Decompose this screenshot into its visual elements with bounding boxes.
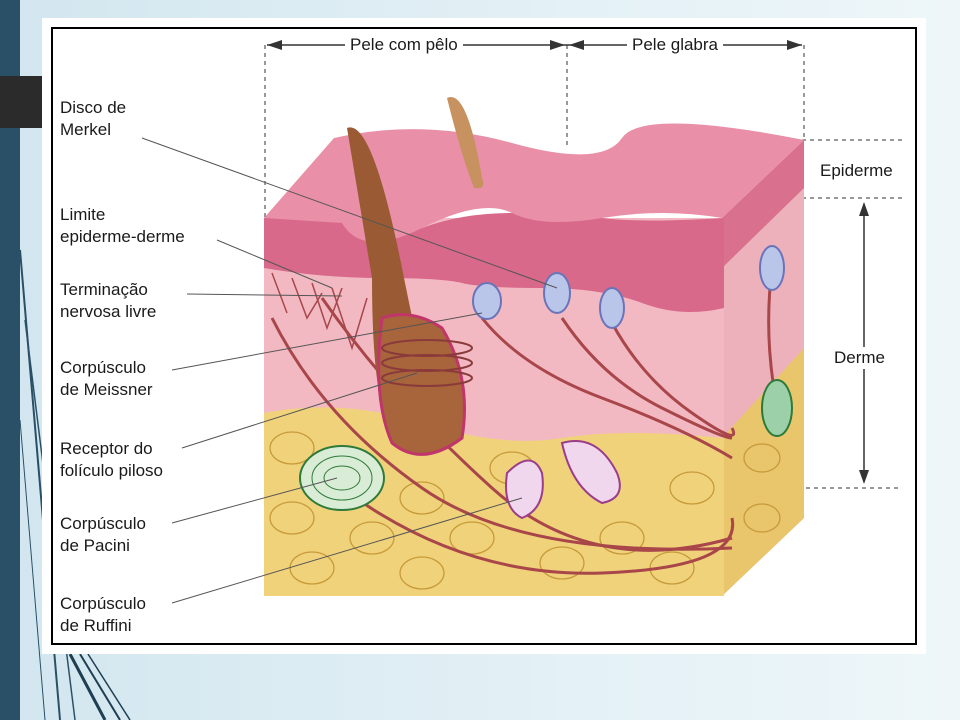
hair-follicle (377, 313, 466, 456)
free-nerve-endings (271, 272, 368, 351)
slide-panel: Pele com pêlo Pele glabra Epiderme Derme… (42, 18, 926, 654)
label-pele-com-pelo: Pele com pêlo (345, 35, 463, 55)
label-corpusculo-de-ruffini: Corpúsculo de Ruffini (60, 594, 146, 635)
arrow-head (550, 40, 565, 50)
arrow-head (569, 40, 584, 50)
slide-left-bar (0, 0, 20, 720)
label-pele-glabra: Pele glabra (627, 35, 724, 55)
label-epiderme: Epiderme (818, 160, 895, 182)
skin-surface (264, 123, 804, 242)
label-receptor-foliculo-piloso: Receptor do folículo piloso (60, 439, 164, 480)
follicle-receptor (381, 339, 473, 387)
label-corpusculo-de-meissner: Corpúsculo de Meissner (60, 358, 153, 399)
arrow-head (267, 40, 282, 50)
label-corpusculo-de-pacini: Corpúsculo de Pacini (60, 514, 146, 555)
slide-dark-tab (0, 76, 43, 128)
epidermis-side (722, 140, 804, 268)
pacini-corpuscles (299, 379, 793, 511)
figure-frame (51, 27, 917, 645)
arrow-head (859, 202, 869, 216)
hair-shaft-2 (447, 97, 484, 189)
ruffini-corpuscles (505, 440, 621, 520)
callout-lines (141, 137, 558, 604)
label-terminacao-nervosa-livre: Terminação nervosa livre (60, 280, 157, 321)
meissner-corpuscles (472, 245, 785, 329)
label-disco-de-merkel: Disco de Merkel (60, 98, 127, 139)
skin-diagram: Pele com pêlo Pele glabra Epiderme Derme… (42, 18, 926, 654)
arrow-head (859, 470, 869, 484)
label-derme: Derme (832, 347, 888, 369)
skin-illustration (51, 27, 917, 645)
label-limite-epiderme-derme: Limite epiderme-derme (60, 205, 185, 246)
arrow-head (787, 40, 802, 50)
